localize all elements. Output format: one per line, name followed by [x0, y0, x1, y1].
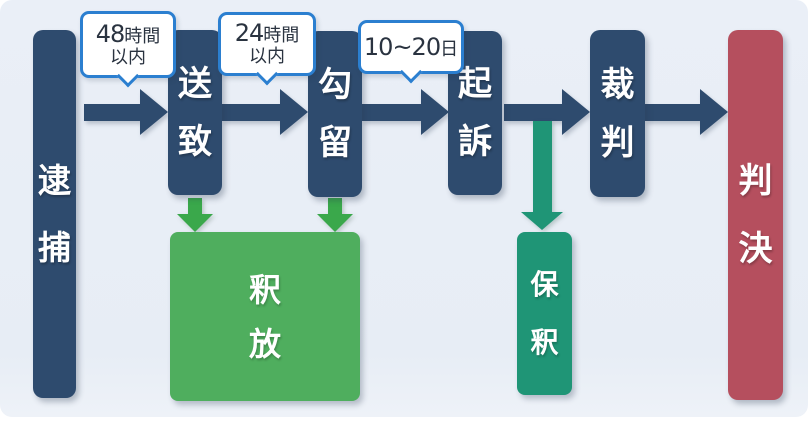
- arrow-right-icon: [504, 89, 590, 136]
- callout-48h-limit: 48時間 以内: [80, 11, 176, 78]
- outcome-char: 釈: [530, 325, 559, 359]
- arrow-right-icon: [84, 89, 168, 136]
- stage-char: 決: [738, 229, 773, 269]
- stage-bar-verdict: 判 決: [728, 30, 783, 400]
- stage-bar-referral: 送 致: [168, 30, 222, 195]
- stage-char: 判: [600, 122, 635, 163]
- stage-bar-trial: 裁 判: [590, 30, 645, 197]
- stage-char: 勾: [318, 65, 352, 105]
- outcome-char: 釈: [248, 270, 281, 309]
- stage-char: 送: [178, 63, 212, 104]
- callout-line: 以内: [110, 46, 146, 68]
- stage-char: 起: [458, 64, 492, 104]
- stage-char: 判: [738, 161, 773, 201]
- callout-10-20-days: 10~20日: [358, 20, 464, 74]
- arrow-down-icon: [521, 121, 564, 230]
- callout-line: 以内: [249, 46, 285, 68]
- stage-char: 捕: [38, 228, 71, 267]
- stage-bar-indictment: 起 訴: [448, 31, 502, 195]
- outcome-char: 放: [248, 324, 281, 363]
- stage-char: 留: [318, 123, 352, 163]
- arrow-right-icon: [362, 89, 449, 136]
- arrow-down-icon: [177, 198, 213, 232]
- stage-char: 訴: [458, 122, 492, 162]
- callout-24h-limit: 24時間 以内: [218, 12, 316, 76]
- callout-line: 24時間: [234, 19, 300, 48]
- arrow-right-icon: [645, 89, 728, 136]
- callout-line: 48時間: [95, 19, 161, 48]
- outcome-box-bail: 保 釈: [517, 232, 572, 395]
- stage-bar-detention: 勾 留: [308, 31, 362, 197]
- stage-bar-arrest: 逮 捕: [33, 30, 76, 398]
- outcome-box-release: 釈 放: [170, 232, 360, 401]
- arrow-right-icon: [222, 89, 308, 136]
- arrow-down-icon: [317, 198, 353, 232]
- stage-char: 逮: [38, 161, 71, 200]
- stage-char: 致: [178, 121, 212, 162]
- outcome-char: 保: [530, 267, 559, 301]
- stage-char: 裁: [600, 64, 635, 105]
- callout-line: 10~20日: [363, 32, 459, 61]
